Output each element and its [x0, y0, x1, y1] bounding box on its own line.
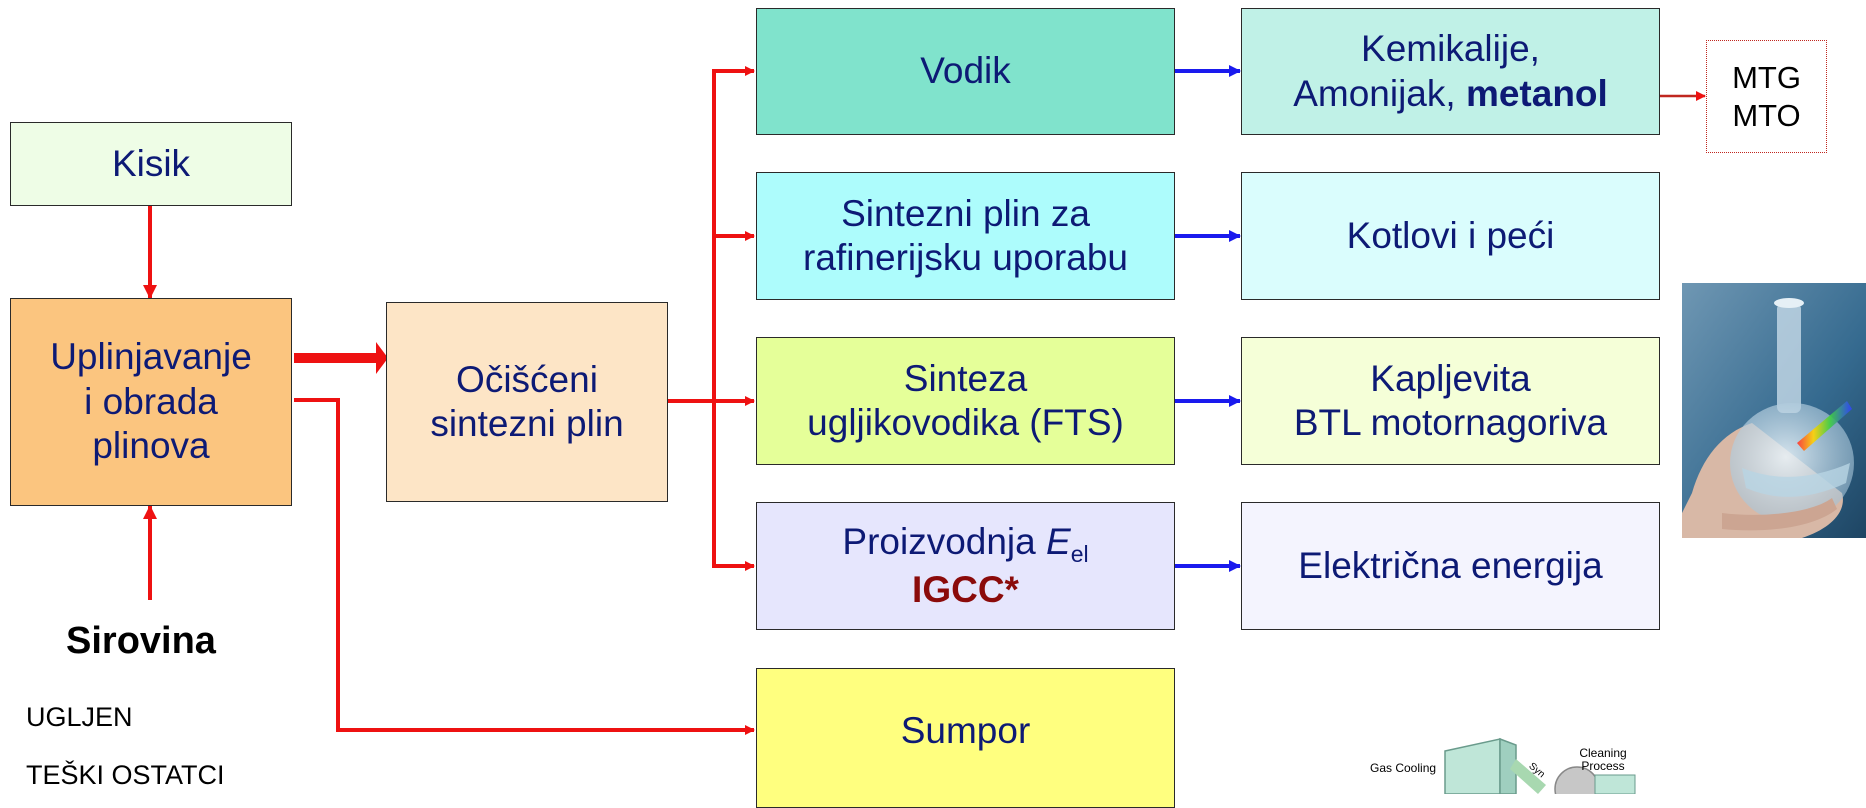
kemikalije-box: Kemikalije, Amonijak, metanol: [1241, 8, 1660, 135]
proizvodnja-box: Proizvodnja Eel IGCC*: [756, 502, 1175, 630]
igcc-thumbnail: Gas Cooling Cleaning Process Syn: [1340, 735, 1640, 794]
vodik-box: Vodik: [756, 8, 1175, 135]
sintezni-plin-box: Sintezni plin za rafinerijsku uporabu: [756, 172, 1175, 300]
mtg-mto-box: MTG MTO: [1706, 40, 1827, 153]
sirovina-title: Sirovina: [66, 620, 216, 662]
kotlovi-box: Kotlovi i peći: [1241, 172, 1660, 300]
uplinjavanje-box: Uplinjavanje i obrada plinova: [10, 298, 292, 506]
arrow-to-sumpor: [294, 398, 755, 735]
flask-photo: [1682, 283, 1866, 538]
ocisceni-box: Očišćeni sintezni plin: [386, 302, 668, 502]
elektricna-box: Električna energija: [1241, 502, 1660, 630]
sirovina-item-ugljen: UGLJEN: [26, 702, 133, 732]
igcc-label-gas-cooling: Gas Cooling: [1370, 761, 1437, 775]
igcc-label: IGCC*: [912, 569, 1019, 611]
sinteza-box: Sinteza ugljikovodika (FTS): [756, 337, 1175, 465]
sumpor-box: Sumpor: [756, 668, 1175, 808]
igcc-label-cleaning: Cleaning Process: [1579, 746, 1627, 773]
kapljevita-box: Kapljevita BTL motornagoriva: [1241, 337, 1660, 465]
sirovina-item-teski-ostatci: TEŠKI OSTATCI: [26, 760, 225, 790]
kisik-box: Kisik: [10, 122, 292, 206]
